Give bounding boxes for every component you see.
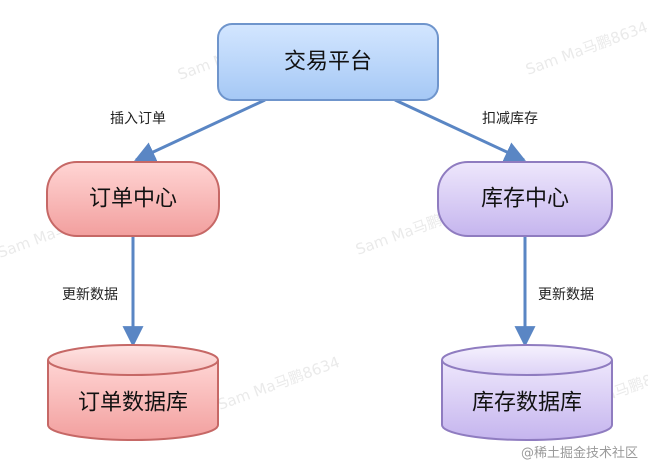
node-order-center: 订单中心: [46, 161, 220, 237]
edge-label-update-data-right: 更新数据: [538, 287, 594, 303]
edge-platform-to-order-center: [134, 98, 266, 162]
edge-platform-to-inventory-center: [394, 98, 526, 162]
edge-label-update-data-left: 更新数据: [62, 287, 118, 303]
footer-credit: @稀土掘金技术社区: [520, 446, 638, 461]
node-trading-platform-label: 交易平台: [284, 50, 372, 75]
watermark: Sam Ma马鹏8634: [215, 353, 342, 414]
node-inventory-center: 库存中心: [437, 161, 613, 237]
node-order-database: 订单数据库: [47, 344, 219, 441]
edge-label-insert-order: 插入订单: [110, 111, 166, 127]
node-order-center-label: 订单中心: [89, 187, 177, 212]
node-inventory-center-label: 库存中心: [481, 187, 569, 212]
node-inventory-database-label: 库存数据库: [472, 391, 582, 416]
node-inventory-database: 库存数据库: [441, 344, 613, 441]
watermark: Sam Ma马鹏8634: [523, 18, 648, 79]
edge-label-deduct-stock: 扣减库存: [482, 111, 538, 127]
node-trading-platform: 交易平台: [217, 23, 439, 101]
node-order-database-label: 订单数据库: [78, 391, 188, 416]
